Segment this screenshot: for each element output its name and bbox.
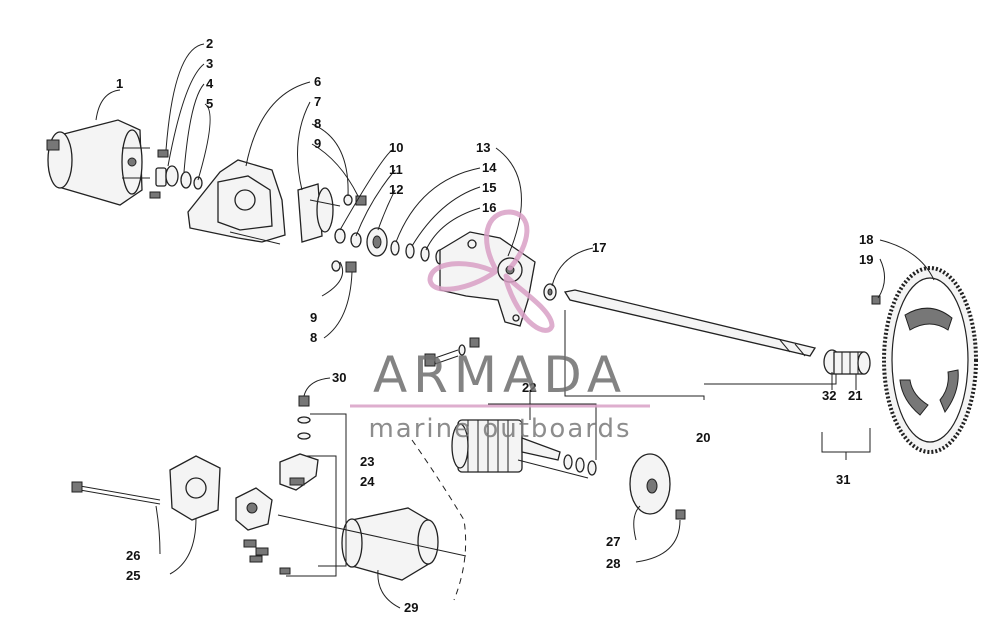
part-label-18: 18 [859, 232, 873, 247]
commutator-end-frame [71, 455, 273, 531]
starter-motor [46, 119, 150, 206]
part-label-16: 16 [482, 200, 496, 215]
part-label-26: 26 [126, 548, 140, 563]
part-label-6: 6 [314, 74, 321, 89]
flange-ring [297, 183, 341, 243]
part-label-15: 15 [482, 180, 496, 195]
part-label-9b: 9 [310, 310, 317, 325]
part-drawings [46, 119, 978, 601]
bushing [543, 283, 557, 301]
part-label-22: 22 [522, 380, 536, 395]
part-label-32: 32 [822, 388, 836, 403]
nuts-washers [331, 194, 367, 273]
part-label-1: 1 [116, 76, 123, 91]
part-label-5: 5 [206, 96, 213, 111]
part-label-19: 19 [859, 252, 873, 267]
pinion-gear [334, 227, 388, 257]
part-label-11: 11 [389, 162, 403, 177]
part-label-24: 24 [360, 474, 375, 489]
part-label-7: 7 [314, 94, 321, 109]
part-labels: 1 2 3 4 5 6 7 8 9 10 11 12 13 14 15 16 9… [116, 36, 873, 615]
leader-lines [95, 43, 935, 609]
watermark-tagline: marine outboards [368, 414, 631, 444]
watermark-brand: ARMADA [373, 346, 627, 404]
part-label-17: 17 [592, 240, 606, 255]
part-label-23: 23 [360, 454, 374, 469]
part-label-21: 21 [848, 388, 862, 403]
brush-hardware [243, 395, 319, 575]
drive-shaft [563, 289, 817, 357]
part-label-28: 28 [606, 556, 620, 571]
bendix-pinion [823, 349, 871, 375]
part-label-12: 12 [389, 182, 403, 197]
part-label-14: 14 [482, 160, 497, 175]
part-label-10: 10 [389, 140, 403, 155]
part-label-13: 13 [476, 140, 490, 155]
armature [451, 419, 597, 476]
part-label-9: 9 [314, 136, 321, 151]
watermark: ARMADA marine outboards [350, 209, 650, 444]
end-plate [629, 453, 686, 520]
part-label-8b: 8 [310, 330, 317, 345]
part-label-3: 3 [206, 56, 213, 71]
drive-housing [187, 159, 286, 245]
bracket-bolt [424, 337, 480, 367]
gear-and-washers [149, 149, 203, 199]
part-label-25: 25 [126, 568, 140, 583]
part-label-4: 4 [206, 76, 214, 91]
ring-gear [871, 266, 978, 454]
part-label-27: 27 [606, 534, 620, 549]
part-label-8: 8 [314, 116, 321, 131]
part-label-2: 2 [206, 36, 213, 51]
part-label-31: 31 [836, 472, 850, 487]
washer-stack [390, 240, 445, 265]
part-label-29: 29 [404, 600, 418, 615]
part-label-30: 30 [332, 370, 346, 385]
part-label-20: 20 [696, 430, 710, 445]
propeller-logo-icon [427, 209, 555, 333]
field-frame [341, 507, 439, 581]
